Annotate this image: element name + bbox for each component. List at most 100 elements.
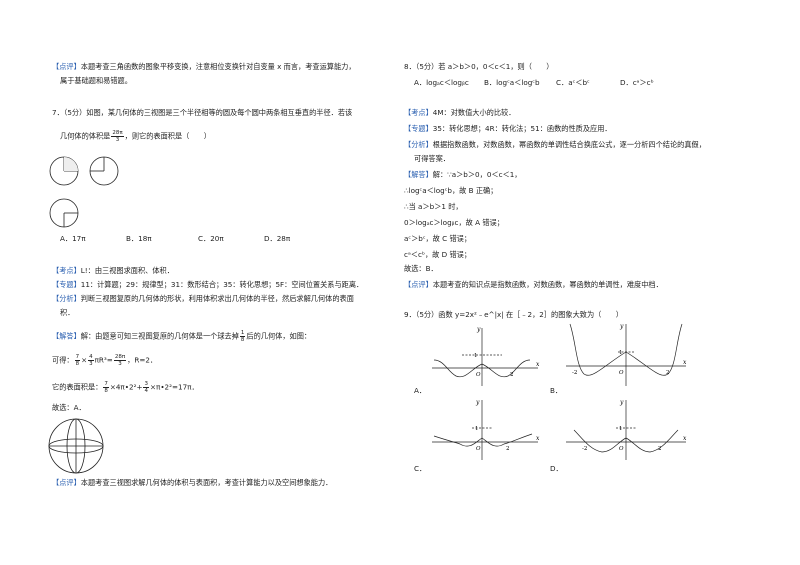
tick-label-one: 1 bbox=[474, 353, 478, 359]
fenxi-text: 判断三视图复原的几何体的形状，利用体积求出几何体的半径，然后求解几何体的表面 bbox=[80, 294, 354, 303]
den: 3 bbox=[89, 361, 93, 367]
q8-option-a[interactable]: A．logₐc＜logᵦc bbox=[414, 78, 469, 87]
origin-label: O bbox=[619, 446, 624, 452]
q8-line-4: aᶜ＞bᶜ，故 C 错误； bbox=[404, 234, 472, 243]
q9-option-c[interactable]: C． bbox=[414, 464, 427, 473]
review1-line-b: 属于基础题和易错题。 bbox=[60, 76, 132, 85]
fenxi-text: 根据指数函数，对数函数，幂函数的单调性结合换底公式，逐一分析四个结论的真假， bbox=[432, 140, 706, 149]
graph-d[interactable]: y x 1 -2 O 2 bbox=[562, 398, 692, 464]
q8-line-5: cᵃ＜cᵇ，故 D 错误； bbox=[404, 250, 472, 259]
kaodian-tag: 【考点】 bbox=[52, 266, 81, 275]
kaodian-text: L!：由三视图求面积、体积． bbox=[80, 266, 174, 275]
tick-label-two: 2 bbox=[658, 446, 662, 452]
review-text: 本题考查三角函数的图象平移变换，注意相位变换针对自变量 x 而言，考查运算能力， bbox=[80, 62, 356, 71]
num: 1 bbox=[239, 330, 246, 337]
q8-option-b[interactable]: B．logᶜа＜logᶜb bbox=[484, 78, 540, 87]
graph-c[interactable]: y x 1 O 2 bbox=[426, 398, 546, 464]
fenxi-tag: 【分析】 bbox=[52, 294, 81, 303]
jieda-text: 解：由题意可知三视图复原的几何体是一个球去掉 bbox=[80, 331, 239, 341]
review2: 【点评】本题考查三视图求解几何体的体积与表面积，考查计算能力以及空间想象能力． bbox=[52, 478, 332, 487]
jieda-tag: 【解答】 bbox=[404, 170, 433, 179]
graph-b[interactable]: y x 1 -2 O 2 bbox=[562, 322, 692, 390]
q7-option-d[interactable]: D．28π bbox=[264, 234, 291, 243]
tick-label-one: 1 bbox=[619, 350, 623, 356]
left-column: 【点评】本题考查三角函数的图象平移变换，注意相位变换针对自变量 x 而言，考查运… bbox=[48, 62, 363, 487]
three-view-figure bbox=[49, 156, 119, 228]
q8-line-3: 0＞logₐc＞logᵦc，故 A 错误； bbox=[404, 218, 504, 227]
num: 28π bbox=[111, 130, 124, 137]
review-tag: 【点评】 bbox=[52, 478, 81, 487]
axis-label-x: x bbox=[683, 435, 687, 442]
q8-head: 8．（5分）若 a＞b＞0，0＜c＜1，则（ ） bbox=[404, 62, 554, 71]
q8-line-6: 故选：B． bbox=[404, 264, 438, 273]
prefix: 可得： bbox=[52, 355, 74, 365]
den: 3 bbox=[115, 137, 120, 143]
den: 8 bbox=[104, 388, 108, 394]
tick-label-one: 1 bbox=[619, 426, 623, 432]
q8-option-c[interactable]: C．aᶜ＜bᶜ bbox=[556, 78, 590, 87]
review-text: 本题考查的知识点是指数函数，对数函数，幂函数的单调性，难度中档． bbox=[432, 280, 663, 289]
review-text: 本题考查三视图求解几何体的体积与表面积，考查计算能力以及空间想象能力． bbox=[80, 478, 333, 487]
kaodian-tag: 【考点】 bbox=[404, 108, 433, 117]
fenxi-line-b: 积． bbox=[60, 308, 75, 317]
zhuanti-text: 35：转化思想；4R：转化法；51：函数的性质及应用． bbox=[432, 124, 612, 133]
review1-line-a: 【点评】本题考查三角函数的图象平移变换，注意相位变换针对自变量 x 而言，考查运… bbox=[52, 62, 356, 71]
axis-label-x: x bbox=[536, 435, 540, 442]
axis-label-y: y bbox=[476, 326, 481, 333]
text: ，则它的表面积是（ ） bbox=[124, 131, 211, 141]
q7-option-b[interactable]: B．18π bbox=[126, 234, 152, 243]
q8-fenxi: 【分析】根据指数函数，对数函数，幂函数的单调性结合换底公式，逐一分析四个结论的真… bbox=[404, 140, 706, 149]
sphere-figure bbox=[48, 418, 104, 474]
graph-a[interactable]: y x 1 O 2 bbox=[426, 324, 546, 390]
origin-label: O bbox=[476, 446, 481, 452]
tick-label-neg2: -2 bbox=[572, 370, 577, 376]
axis-label-y: y bbox=[475, 399, 480, 406]
times: × bbox=[81, 355, 88, 365]
tick-label-two: 2 bbox=[666, 370, 670, 376]
review-tag: 【点评】 bbox=[52, 62, 81, 71]
q9-option-a[interactable]: A． bbox=[414, 386, 427, 395]
q7-option-c[interactable]: C．20π bbox=[198, 234, 224, 243]
num: 7 bbox=[74, 354, 81, 361]
zhuanti-text: 11：计算题；29：规律型；31：数形结合；35：转化思想；5F：空间位置关系与… bbox=[80, 280, 364, 289]
q8-fenxi-line-b: 可得答案． bbox=[414, 154, 450, 163]
jieda-text: 后的几何体，如图： bbox=[246, 331, 312, 341]
axis-label-y: y bbox=[619, 323, 624, 330]
origin-label: O bbox=[619, 370, 624, 376]
right-column: 8．（5分）若 a＞b＞0，0＜c＜1，则（ ） A．logₐc＜logᵦc B… bbox=[400, 0, 800, 565]
den: 8 bbox=[75, 361, 80, 367]
prefix: 它的表面积是： bbox=[52, 382, 103, 392]
text: 几何体的体积是 bbox=[60, 131, 111, 141]
zhuanti-tag: 【专题】 bbox=[404, 124, 433, 133]
guxuan: 故选：A． bbox=[52, 403, 86, 412]
kaodian-text: 4M：对数值大小的比较． bbox=[432, 108, 516, 117]
q7-head: 7．（5分）如图，某几何体的三视图是三个半径相等的圆及每个圆中两条相互垂直的半径… bbox=[52, 108, 353, 117]
jieda-tag: 【解答】 bbox=[52, 331, 81, 341]
fenxi: 【分析】判断三视图复原的几何体的形状，利用体积求出几何体的半径，然后求解几何体的… bbox=[52, 294, 354, 303]
axis-label-y: y bbox=[619, 399, 624, 406]
q9-option-b[interactable]: B． bbox=[550, 386, 563, 395]
zhuanti: 【专题】11：计算题；29：规律型；31：数形结合；35：转化思想；5F：空间位… bbox=[52, 280, 363, 289]
q8-review: 【点评】本题考查的知识点是指数函数，对数函数，幂函数的单调性，难度中档． bbox=[404, 280, 663, 289]
zhuanti-tag: 【专题】 bbox=[52, 280, 81, 289]
jieda-text: 解：∵a＞b＞0，0＜c＜1， bbox=[432, 170, 522, 179]
kaodian: 【考点】L!：由三视图求面积、体积． bbox=[52, 266, 174, 275]
axis-label-x: x bbox=[536, 361, 540, 368]
q8-option-d[interactable]: D．cᵃ＞cᵇ bbox=[620, 78, 654, 87]
q8-kaodian: 【考点】4M：对数值大小的比较． bbox=[404, 108, 515, 117]
q8-line-2: ∴当 a＞b＞1 时， bbox=[404, 202, 463, 211]
fenxi-tag: 【分析】 bbox=[404, 140, 433, 149]
q7-option-a[interactable]: A．17π bbox=[60, 234, 86, 243]
q9-option-d[interactable]: D． bbox=[550, 464, 563, 473]
origin-label: O bbox=[476, 372, 481, 378]
num: 7 bbox=[103, 381, 109, 388]
num: 3 bbox=[143, 381, 149, 388]
mid: πR³= bbox=[94, 355, 113, 365]
